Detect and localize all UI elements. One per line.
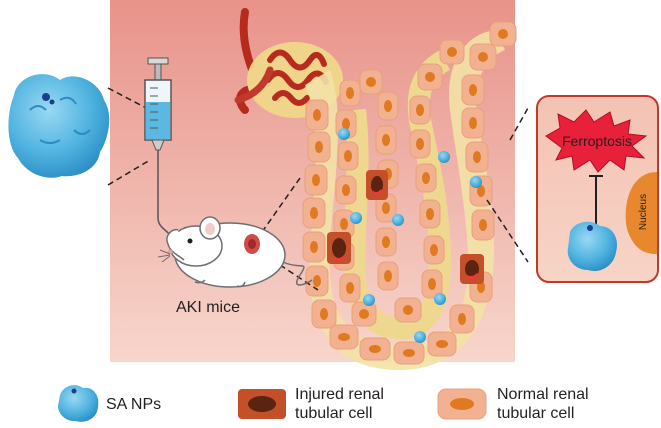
legend-normal-label-line1: Normal renal	[497, 386, 589, 403]
sa-nanoparticle-closeup	[8, 74, 110, 178]
legend-normal-label-line2: tubular cell	[497, 405, 574, 422]
injured-tubular-cells	[327, 170, 484, 284]
ferroptosis-panel: Ferroptosis Nucleus	[536, 95, 659, 283]
legend-sa-nps-label: SA NPs	[106, 396, 161, 413]
syringe-icon	[144, 57, 177, 249]
nucleus-label: Nucleus	[638, 194, 649, 230]
aki-mice-label: AKI mice	[176, 299, 240, 316]
ferroptosis-starburst	[545, 109, 648, 173]
tubule-nanoparticles	[338, 128, 482, 343]
normal-cell-nuclei	[310, 29, 508, 357]
legend-injured-cell-icon	[238, 389, 286, 419]
legend-sa-nps-icon	[58, 385, 99, 422]
ferroptosis-label: Ferroptosis	[562, 133, 632, 149]
aki-mouse-icon	[157, 216, 313, 288]
legend-injured-label-line2: tubular cell	[295, 405, 372, 422]
legend: SA NPs Injured renal tubular cell Normal…	[58, 385, 589, 422]
legend-normal-cell-icon	[437, 388, 487, 420]
panel-nanoparticle	[567, 221, 618, 272]
legend-injured-label-line1: Injured renal	[295, 386, 384, 403]
